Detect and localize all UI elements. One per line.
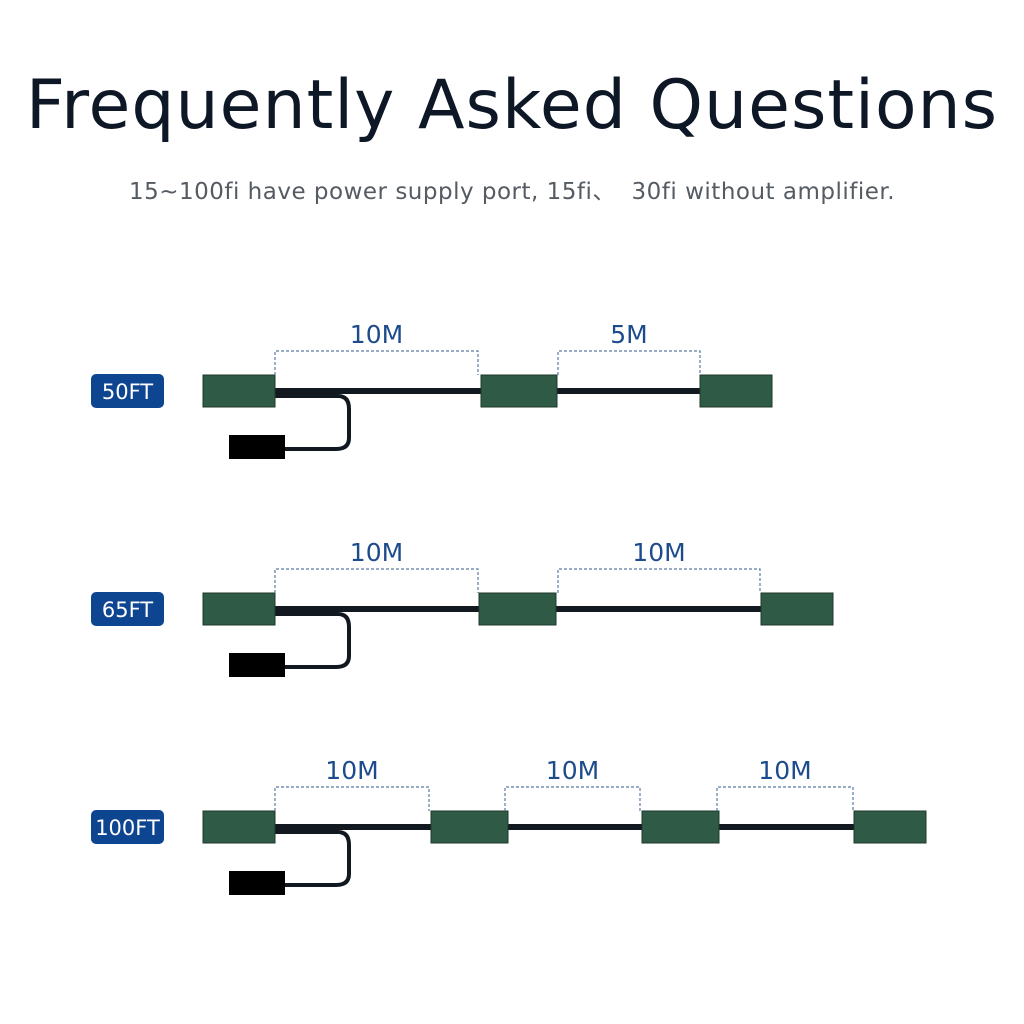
power-cable: [275, 394, 351, 451]
power-cable: [275, 830, 351, 887]
connector-block: [699, 374, 773, 408]
segment-length-label: 5M: [610, 320, 647, 349]
page-subtitle: 15~100fi have power supply port, 15fi、 3…: [128, 179, 896, 205]
connector-block: [202, 810, 276, 844]
cable-config-row: 50FT 10M 5M: [91, 320, 773, 459]
segment-length-label: 10M: [546, 756, 599, 785]
connector-block: [202, 592, 276, 626]
dimension-bracket: [557, 350, 701, 375]
power-plug: [229, 435, 285, 459]
power-plug: [229, 871, 285, 895]
segment-length-label: 10M: [350, 538, 403, 567]
page-title: Frequently Asked Questions: [25, 66, 999, 145]
length-badge-label: 50FT: [102, 380, 153, 404]
cable-config-row: 100FT 10M 10M 10M: [91, 756, 927, 895]
dimension-bracket: [274, 568, 479, 593]
segment-length-label: 10M: [758, 756, 811, 785]
cable-config-row: 65FT 10M 10M: [91, 538, 834, 677]
dimension-bracket: [557, 568, 761, 593]
power-cable: [275, 612, 351, 669]
length-badge-label: 100FT: [95, 816, 160, 840]
connector-block: [760, 592, 834, 626]
connector-block: [430, 810, 509, 844]
length-badge: [91, 592, 164, 626]
dimension-bracket: [274, 350, 479, 375]
connector-block: [478, 592, 557, 626]
dimension-bracket: [504, 786, 641, 811]
segment-length-label: 10M: [325, 756, 378, 785]
segment-length-label: 10M: [350, 320, 403, 349]
segment-length-label: 10M: [632, 538, 685, 567]
connector-block: [641, 810, 720, 844]
connector-block: [853, 810, 927, 844]
dimension-bracket: [716, 786, 854, 811]
dimension-bracket: [274, 786, 430, 811]
power-plug: [229, 653, 285, 677]
connector-block: [480, 374, 558, 408]
length-badge: [91, 374, 164, 408]
length-badge-label: 65FT: [102, 598, 153, 622]
length-badge: [91, 810, 164, 844]
connector-block: [202, 374, 276, 408]
